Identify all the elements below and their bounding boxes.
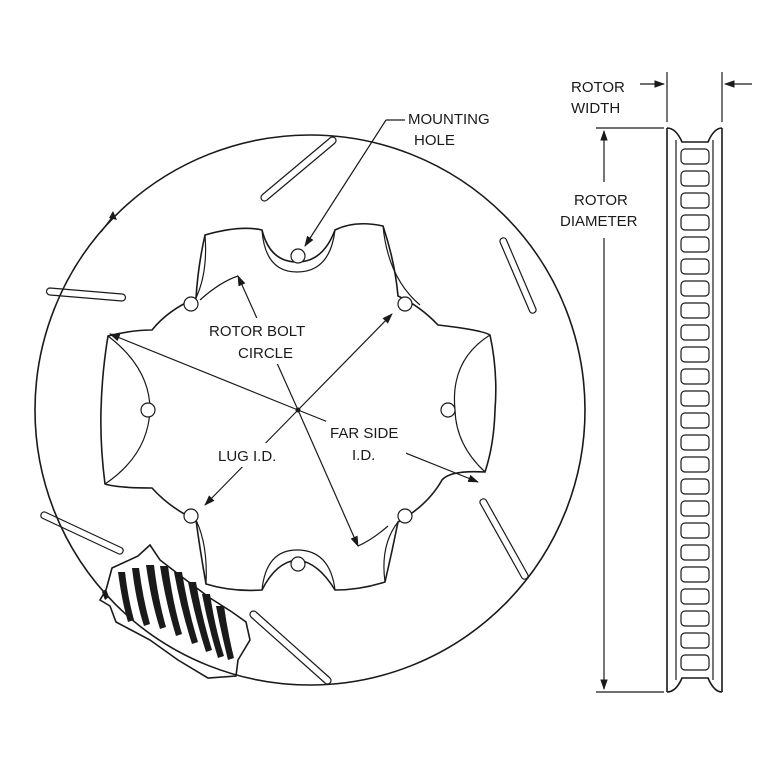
mounting-hole (397, 508, 413, 524)
lug-id-label: LUG I.D. (218, 448, 276, 465)
side-vane-slot (680, 522, 710, 539)
mounting-hole-label: HOLE (414, 132, 455, 149)
side-vane-slot (680, 434, 710, 451)
rotor-width-label: ROTOR (571, 79, 625, 96)
side-vane-slot (680, 544, 710, 561)
mounting-hole (290, 556, 306, 572)
rotor-side-profile (666, 128, 723, 692)
rotor-diameter-dimension (596, 127, 664, 693)
mounting-hole (183, 508, 199, 524)
side-vane-slot (680, 368, 710, 385)
mounting-hole-label: MOUNTING (408, 111, 490, 128)
side-vane-slot (680, 280, 710, 297)
rotor-slot (249, 610, 332, 685)
rotor-bolt-circle-label: ROTOR BOLT (209, 323, 305, 340)
side-vane-slot (680, 478, 710, 495)
far-side-id-label: I.D. (352, 447, 375, 464)
rotor-outer-edge (34, 134, 586, 686)
side-vane-slot (680, 148, 710, 165)
rotor-slot (260, 136, 337, 202)
side-vane-slot (680, 346, 710, 363)
far-side-id-label: FAR SIDE (330, 425, 398, 442)
mounting-hole (290, 248, 306, 264)
rotor-side-view (666, 127, 723, 693)
rotor-slot (499, 237, 537, 314)
side-vane-slot (680, 588, 710, 605)
rotation-direction-arrow-icon (100, 211, 117, 233)
rotor-diameter-label: DIAMETER (560, 213, 638, 230)
side-vane-slot (680, 412, 710, 429)
rotor-width-label: WIDTH (571, 100, 620, 117)
cutaway-vane-section (98, 543, 251, 679)
side-vane-slot (680, 610, 710, 627)
rotor-slot (45, 287, 127, 302)
side-vane-slot (680, 258, 710, 275)
side-vane-slot (680, 632, 710, 649)
mounting-hole (440, 402, 456, 418)
side-vane-slot (680, 302, 710, 319)
side-vane-slot (680, 390, 710, 407)
side-vane-slot (680, 324, 710, 341)
mounting-hole (397, 296, 413, 312)
rotor-front-view (34, 119, 586, 686)
rotor-diameter-label: ROTOR (574, 192, 628, 209)
mounting-hole (140, 402, 156, 418)
side-vanes (680, 148, 710, 671)
rotor-slots (40, 136, 537, 685)
rotor-bolt-circle-label: CIRCLE (238, 345, 293, 362)
rotor-hat-outline (100, 222, 497, 592)
side-vane-slot (680, 500, 710, 517)
diagram-labels: MOUNTING HOLE ROTOR BOLT CIRCLE FAR SIDE… (205, 79, 652, 467)
side-vane-slot (680, 214, 710, 231)
mounting-hole (183, 296, 199, 312)
side-vane-slot (680, 192, 710, 209)
side-vane-slot (680, 456, 710, 473)
rotor-width-dimension (640, 72, 752, 122)
rotor-slot (479, 498, 529, 580)
side-vane-slot (680, 654, 710, 671)
side-vane-slot (680, 170, 710, 187)
mounting-holes (140, 248, 456, 572)
side-vane-slot (680, 236, 710, 253)
rotor-slot (40, 511, 124, 555)
side-vane-slot (680, 566, 710, 583)
